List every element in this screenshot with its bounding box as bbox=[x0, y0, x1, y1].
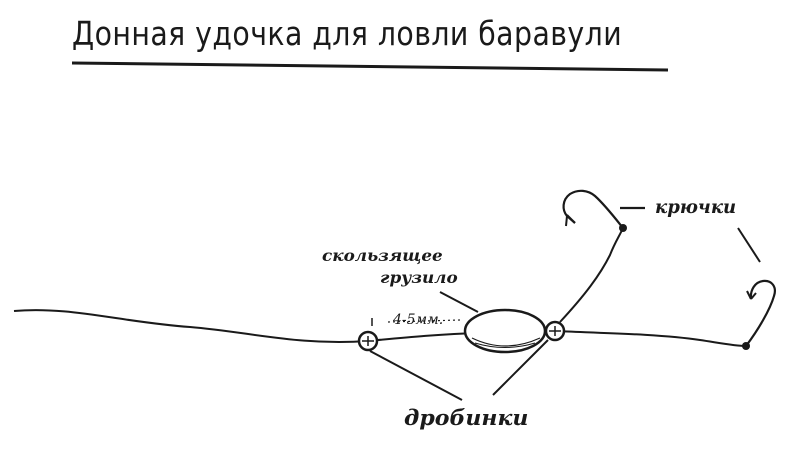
shot-label: дробинки bbox=[404, 405, 529, 430]
upper-leader bbox=[559, 227, 624, 323]
shot-right-icon bbox=[544, 320, 566, 342]
shot-pointer-right bbox=[492, 339, 549, 396]
upper-hook-icon bbox=[562, 189, 627, 232]
main-line bbox=[13, 309, 369, 344]
hooks-pointer-lower bbox=[737, 227, 761, 263]
lower-hook-icon bbox=[742, 279, 776, 350]
sinker-icon bbox=[463, 308, 547, 354]
shot-pointer-left bbox=[369, 350, 463, 401]
shot-left-icon bbox=[357, 330, 379, 352]
sinker-pointer bbox=[439, 291, 479, 313]
hooks-label: крючки bbox=[655, 196, 737, 218]
distance-label: 4-5мм. bbox=[393, 312, 444, 328]
main-line-right bbox=[554, 330, 747, 347]
title-underline bbox=[71, 61, 669, 72]
sinker-label-line2: грузило bbox=[380, 268, 458, 287]
page-title: Донная удочка для ловли баравули bbox=[72, 14, 623, 53]
sinker-label-line1: скользящее bbox=[322, 246, 443, 265]
distance-marker bbox=[387, 319, 461, 323]
